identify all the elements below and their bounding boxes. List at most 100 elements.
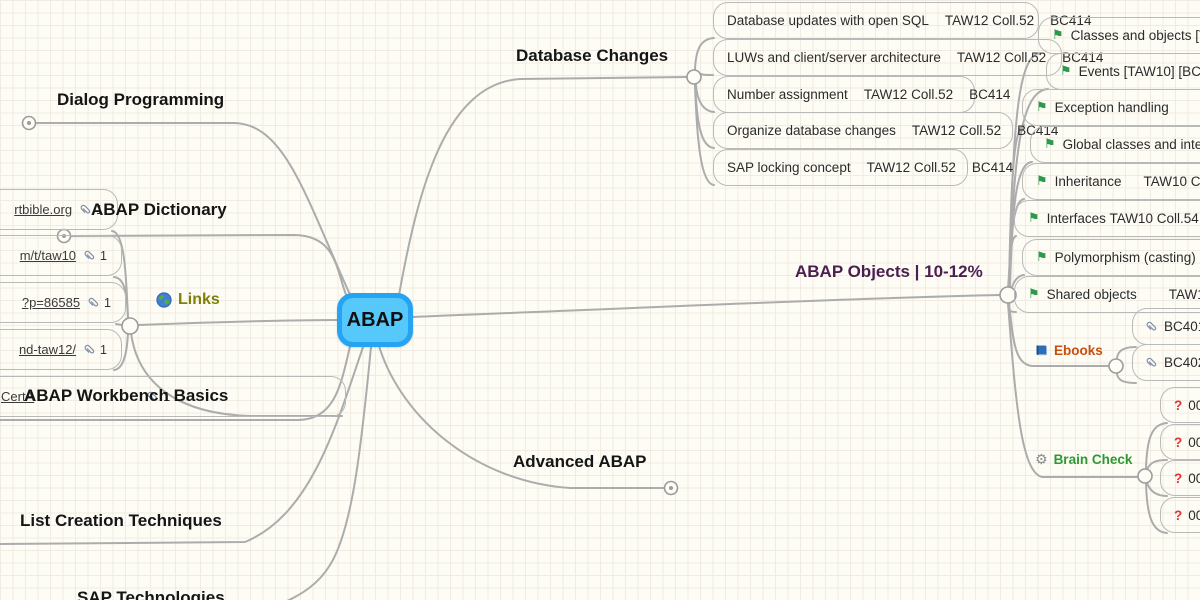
branch-connector-links[interactable] <box>121 317 139 335</box>
topic-title: BC401 - <box>1164 319 1200 334</box>
branch-connector-ebooks[interactable] <box>1108 358 1124 374</box>
branch-connector-database[interactable] <box>686 69 702 85</box>
link-item-p86585[interactable]: ?p=86585 1 <box>0 282 126 323</box>
topic-database-updates[interactable]: Database updates with open SQL TAW12 Col… <box>713 2 1091 39</box>
branch-line-list <box>0 346 364 545</box>
topic-shared-objects[interactable]: ⚑ Shared objects TAW10 Co <box>1014 276 1200 313</box>
wire-brain-child-4 <box>1145 483 1168 534</box>
question-icon: ? <box>1174 434 1183 450</box>
wire-link-child-4 <box>113 332 129 371</box>
topic-brain-question-3[interactable]: ? 00 <box>1160 460 1200 496</box>
topic-title: 00 <box>1188 434 1200 450</box>
flag-icon: ⚑ <box>1028 211 1040 226</box>
wire-link-child-5 <box>130 332 343 417</box>
wire-obj-child-6 <box>1007 235 1017 290</box>
gear-icon: ⚙ <box>1035 451 1048 468</box>
paperclip-icon <box>1146 357 1157 367</box>
topic-polymorphism[interactable]: ⚑ Polymorphism (casting) T <box>1022 239 1200 276</box>
topic-abap-dictionary[interactable]: ABAP Dictionary <box>91 200 227 219</box>
link-item-taw10[interactable]: m/t/taw10 1 <box>0 235 122 276</box>
link-item-certbible[interactable]: rtbible.org 1 <box>0 189 118 230</box>
topic-ebook-bc401[interactable]: BC401 - <box>1132 308 1200 345</box>
wire-brain-child-1 <box>1145 422 1168 469</box>
label-tag: TAW12 Coll.52 <box>911 123 1002 138</box>
topic-sap-locking[interactable]: SAP locking concept TAW12 Coll.52 BC414 <box>713 149 1013 186</box>
label-tag: TAW12 Coll.52 <box>956 50 1047 65</box>
topic-brain-check[interactable]: ⚙ Brain Check <box>1035 452 1132 467</box>
topic-sap-technologies[interactable]: SAP Technologies <box>77 588 225 600</box>
question-icon: ? <box>1174 397 1183 413</box>
wire-link-child-2 <box>113 276 129 320</box>
link-item-taw12[interactable]: nd-taw12/ 1 <box>0 329 122 370</box>
question-icon: ? <box>1174 470 1183 486</box>
topic-title: Interfaces TAW10 Coll.54 <box>1046 211 1199 226</box>
paperclip-icon <box>1146 321 1157 331</box>
topic-ebooks-label: Ebooks <box>1054 343 1103 358</box>
link-url[interactable]: nd-taw12/ <box>18 342 77 357</box>
topic-brain-question-4[interactable]: ? 00 <box>1160 497 1200 533</box>
branch-connector-objects[interactable] <box>999 286 1017 304</box>
flag-icon: ⚑ <box>1036 250 1048 265</box>
wire-db-child-3 <box>695 84 715 113</box>
link-url[interactable]: m/t/taw10 <box>19 248 77 263</box>
topic-links-label: Links <box>178 291 220 308</box>
topic-title: LUWs and client/server architecture <box>727 50 941 65</box>
paperclip-icon <box>84 250 95 260</box>
topic-brain-question-1[interactable]: ? 00 <box>1160 387 1200 423</box>
attachment-count: 1 <box>163 389 171 404</box>
topic-interfaces[interactable]: ⚑ Interfaces TAW10 Coll.54 B <box>1014 200 1200 237</box>
central-topic[interactable]: ABAP <box>337 293 413 347</box>
link-item-certa[interactable]: CertA 1 <box>0 376 346 417</box>
wire-ebooks <box>1008 301 1109 367</box>
book-icon <box>1036 345 1047 356</box>
central-topic-label: ABAP <box>346 308 404 331</box>
topic-links[interactable]: Links <box>156 291 220 309</box>
topic-luws-architecture[interactable]: LUWs and client/server architecture TAW1… <box>713 39 1103 76</box>
flag-icon: ⚑ <box>1036 100 1048 115</box>
topic-title: BC402 <box>1164 355 1200 370</box>
topic-title: Events [TAW10] [BC401] <box>1078 64 1200 79</box>
topic-brain-question-2[interactable]: ? 00 <box>1160 424 1200 460</box>
topic-organize-db-changes[interactable]: Organize database changes TAW12 Coll.52 … <box>713 112 1058 149</box>
topic-exception-handling[interactable]: ⚑ Exception handling TAW1 <box>1022 89 1200 126</box>
topic-number-assignment[interactable]: Number assignment TAW12 Coll.52 BC414 <box>713 76 1010 113</box>
wire-brain-child-2 <box>1146 459 1168 471</box>
label-tag: TAW10 Co <box>1168 287 1200 302</box>
attachment-count: 1 <box>96 202 103 217</box>
topic-global-classes[interactable]: ⚑ Global classes and interfaces <box>1030 126 1200 163</box>
topic-ebook-bc402[interactable]: BC402 <box>1132 344 1200 381</box>
topic-title: 00 <box>1188 507 1200 523</box>
topic-dialog-programming[interactable]: Dialog Programming <box>57 90 225 109</box>
topic-advanced-abap[interactable]: Advanced ABAP <box>513 452 647 471</box>
paperclip-icon <box>147 391 158 401</box>
topic-classes-objects[interactable]: ⚑ Classes and objects [TAW10] <box>1038 17 1200 54</box>
branch-connector-brain-check[interactable] <box>1137 468 1153 484</box>
topic-list-creation-techniques[interactable]: List Creation Techniques <box>20 511 222 530</box>
topic-ebooks[interactable]: Ebooks <box>1035 343 1103 358</box>
topic-inheritance[interactable]: ⚑ Inheritance TAW10 Coll.54 <box>1022 163 1200 200</box>
branch-line-links <box>137 319 338 326</box>
topic-abap-workbench-basics[interactable]: ABAP Workbench Basics <box>24 386 229 405</box>
topic-title: Global classes and interfaces <box>1062 137 1200 152</box>
branch-line-advanced <box>378 345 665 489</box>
question-icon: ? <box>1174 507 1183 523</box>
label-tag: TAW12 Coll.52 <box>944 13 1035 28</box>
attachment-count: 1 <box>100 342 107 357</box>
topic-abap-objects[interactable]: ABAP Objects | 10-12% <box>795 262 983 281</box>
topic-database-changes[interactable]: Database Changes <box>516 46 669 65</box>
wire-ebook-child-1 <box>1116 346 1137 359</box>
paperclip-icon <box>80 204 91 214</box>
branch-line-database <box>398 76 688 296</box>
topic-title: 00 <box>1188 397 1200 413</box>
branch-line-saptech <box>286 346 372 600</box>
topic-events[interactable]: ⚑ Events [TAW10] [BC401] <box>1046 53 1200 90</box>
attachment-count: 1 <box>104 295 111 310</box>
link-url[interactable]: CertA <box>1 389 35 404</box>
link-url[interactable]: ?p=86585 <box>21 295 81 310</box>
link-url[interactable]: rtbible.org <box>14 202 73 217</box>
collapse-dot <box>669 486 673 490</box>
label-tag: TAW12 Coll.52 <box>863 87 954 102</box>
topic-title: Number assignment <box>727 87 848 102</box>
